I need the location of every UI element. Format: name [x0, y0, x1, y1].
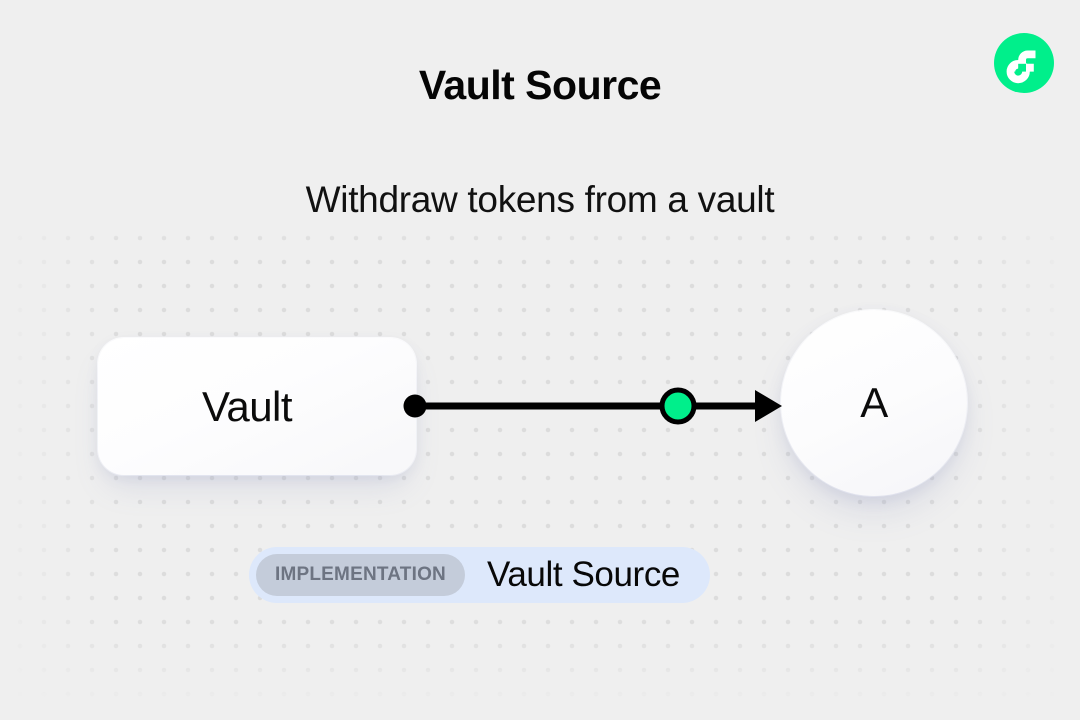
- implementation-name: Vault Source: [486, 555, 680, 594]
- node-vault-label: Vault: [201, 382, 293, 430]
- implementation-badge[interactable]: IMPLEMENTATION Vault Source: [249, 547, 710, 603]
- flow-logo-icon: [994, 33, 1054, 93]
- node-vault[interactable]: Vault: [98, 338, 416, 475]
- implementation-tag: IMPLEMENTATION: [256, 554, 465, 596]
- node-account-a-label: A: [860, 379, 888, 426]
- node-account-a[interactable]: A: [781, 310, 967, 496]
- implementation-tag-label: IMPLEMENTATION: [275, 564, 446, 585]
- page-subtitle: Withdraw tokens from a vault: [305, 179, 775, 220]
- edge-handle-dot-icon[interactable]: [659, 387, 697, 425]
- page-title: Vault Source: [418, 62, 662, 108]
- arrow-right-icon: [755, 390, 782, 422]
